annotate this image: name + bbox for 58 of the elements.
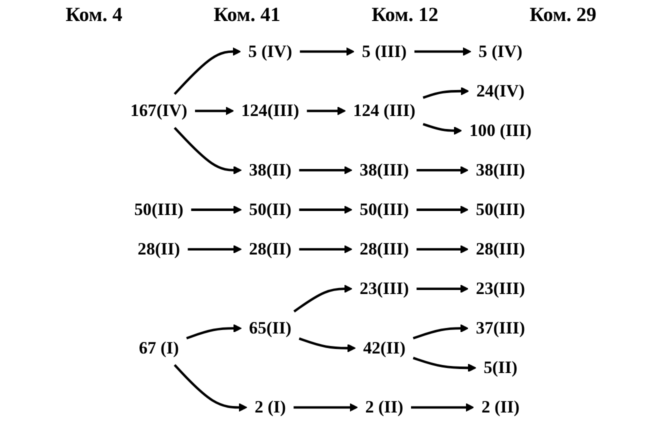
node-text: 65(II) [249, 318, 292, 338]
node-text: 124(III) [241, 100, 300, 120]
arrow [412, 324, 469, 340]
node-text: 5 (IV) [478, 41, 522, 61]
arrow [416, 245, 469, 254]
node-text: 2 (II) [365, 397, 404, 417]
arrow [299, 206, 352, 214]
node-text: 38(III) [360, 160, 409, 180]
node-text: 50(III) [360, 200, 409, 219]
arrow [306, 106, 346, 116]
node-text: 23(III) [360, 278, 409, 298]
arrow [416, 284, 469, 294]
node-text: 5 (IV) [248, 41, 292, 61]
node-text: 23(III) [476, 278, 526, 298]
arrow [299, 245, 352, 254]
arrow [294, 403, 358, 412]
column-heading: Ком. 4 [66, 4, 122, 27]
column-heading: Ком. 12 [372, 4, 438, 27]
node-text: 5 (III) [362, 41, 407, 61]
node-text: 167(IV) [130, 100, 188, 120]
arrow [411, 403, 474, 412]
node-text: 124 (III) [353, 100, 416, 120]
arrow [298, 337, 356, 352]
node-text: 50(II) [249, 200, 292, 219]
node-text: 67 (I) [138, 338, 179, 358]
node-text: 28(II) [249, 239, 292, 258]
column-heading: Ком. 41 [214, 4, 280, 27]
arrow [422, 122, 462, 135]
node-text: 24(IV) [476, 81, 525, 100]
arrow [191, 206, 242, 214]
arrow [293, 284, 352, 312]
arrow [174, 47, 241, 95]
node-text: 38(III) [476, 160, 526, 180]
arrow [186, 324, 242, 340]
arrow [195, 106, 234, 116]
arrow [414, 47, 472, 56]
node-text: 28(III) [360, 239, 409, 258]
node-text: 2 (I) [254, 397, 286, 417]
node-text: 5(II) [484, 358, 518, 378]
node-text: 38(II) [249, 160, 292, 180]
node-text: 42(II) [363, 338, 406, 358]
arrow [300, 47, 355, 56]
arrow [174, 364, 248, 412]
arrow [188, 245, 242, 254]
node-text: 28(II) [138, 239, 180, 258]
node-text: 37(III) [476, 318, 526, 338]
node-text: 50(III) [134, 200, 184, 219]
arrow [416, 206, 469, 214]
arrow [412, 356, 476, 372]
column-heading: Ком. 29 [530, 4, 596, 27]
node-text: 100 (III) [469, 120, 532, 140]
node-text: 50(III) [476, 200, 526, 219]
arrow [422, 86, 470, 99]
node-text: 28(III) [476, 239, 526, 258]
node-text: 2 (II) [481, 397, 520, 417]
arrow [416, 166, 469, 174]
arrow [174, 126, 242, 174]
arrow [299, 166, 352, 174]
